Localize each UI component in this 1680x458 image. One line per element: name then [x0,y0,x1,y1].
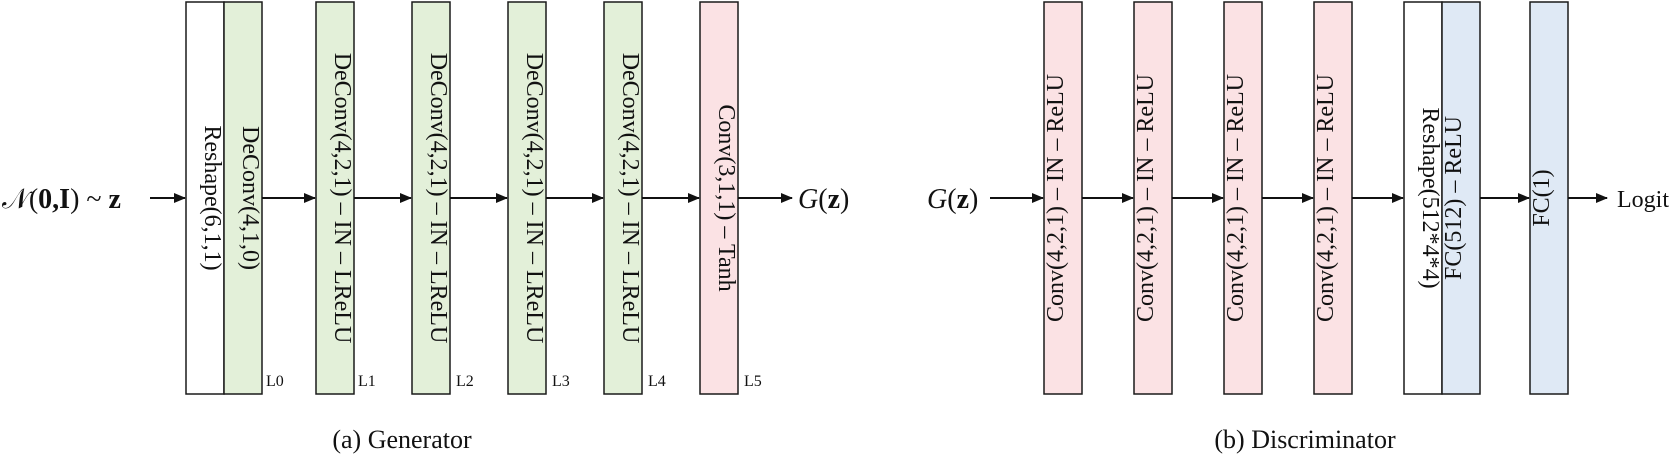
discriminator-input-label: G(z) [927,184,978,215]
discriminator-block-conv-3-label: Conv(4,2,1) – IN – ReLU [1223,74,1249,322]
layer-tag-l2: L2 [456,373,474,390]
discriminator-block-conv-2-label: Conv(4,2,1) – IN – ReLU [1133,74,1159,322]
layer-tag-l1: L1 [358,373,376,390]
discriminator-block-reshape-label: Reshape(512*4*4) [1417,107,1443,288]
discriminator-block-conv-1-label: Conv(4,2,1) – IN – ReLU [1043,74,1069,322]
generator-diagram: 𝒩(0,I) ~ z Reshape(6,1,1) DeConv(4,1,0) … [2,1,849,454]
generator-block-l1 [315,1,355,395]
discriminator-block-fc-1-label: FC(1) [1529,169,1555,226]
generator-block-l4-label: DeConv(4,2,1) – IN – LReLU [617,53,643,344]
discriminator-block-conv-2 [1133,1,1173,395]
layer-tag-l3: L3 [552,373,570,390]
discriminator-block-fc-512 [1441,1,1481,395]
generator-block-l3-label: DeConv(4,2,1) – IN – LReLU [521,53,547,344]
generator-block-reshape-label: Reshape(6,1,1) [199,125,225,270]
generator-block-l2 [411,1,451,395]
generator-block-deconv-l0 [223,1,263,395]
generator-input-label: 𝒩(0,I) ~ z [2,184,121,215]
generator-caption: (a) Generator [332,425,472,454]
discriminator-output-label: Logit [1617,187,1669,213]
discriminator-block-conv-4-label: Conv(4,2,1) – IN – ReLU [1313,74,1339,322]
layer-tag-l0: L0 [266,373,284,390]
layer-tag-l4: L4 [648,373,666,390]
generator-output-label: G(z) [798,184,849,215]
layer-tag-l5: L5 [744,373,762,390]
discriminator-block-conv-3 [1223,1,1263,395]
generator-block-deconv-l0-label: DeConv(4,1,0) [237,126,263,270]
generator-block-l5 [699,1,739,395]
discriminator-diagram: G(z) Conv(4,2,1) – IN – ReLU Conv(4,2,1)… [927,1,1669,454]
discriminator-block-fc-1 [1529,1,1569,395]
generator-block-l1-label: DeConv(4,2,1) – IN – LReLU [329,53,355,344]
generator-block-l5-label: Conv(3,1,1) – Tanh [713,104,739,291]
discriminator-block-conv-4 [1313,1,1353,395]
generator-block-l2-label: DeConv(4,2,1) – IN – LReLU [425,53,451,344]
discriminator-block-fc-512-label: FC(512) – ReLU [1441,116,1467,280]
discriminator-block-conv-1 [1043,1,1083,395]
discriminator-caption: (b) Discriminator [1214,425,1396,454]
